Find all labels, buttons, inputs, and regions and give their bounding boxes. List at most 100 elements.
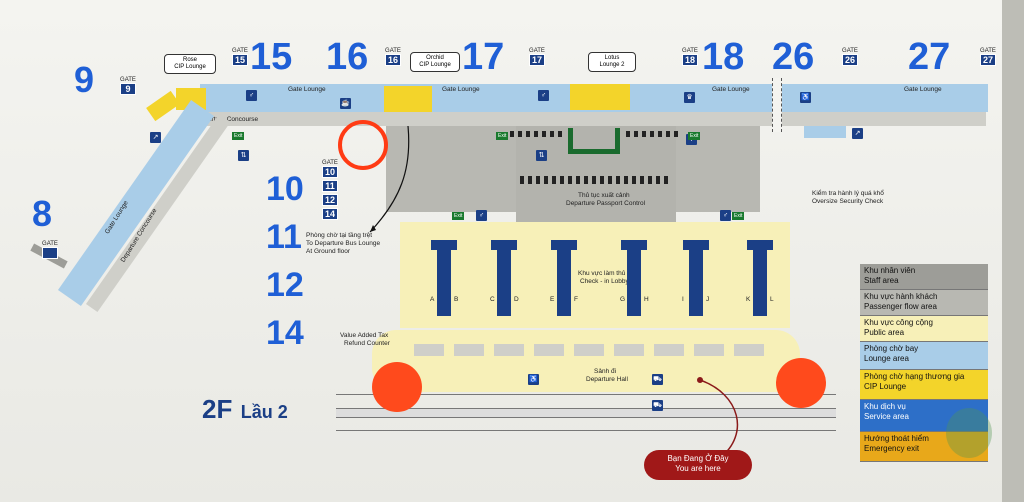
- roadway-2: [336, 430, 836, 431]
- gate-sign-27-num: 27: [980, 54, 996, 66]
- counter-letter-e: E: [550, 296, 555, 303]
- passport-label-vn: Thủ tục xuất cảnh: [578, 192, 630, 199]
- gate-sign-18: GATE 18: [682, 48, 698, 66]
- legend-cip-en: CIP Lounge: [864, 382, 907, 391]
- gate-sign-27: GATE 27: [980, 48, 996, 66]
- elevator-icon-1: ⇅: [238, 150, 249, 161]
- duty-free-u: [568, 128, 620, 154]
- vat-label-2: Refund Counter: [344, 340, 390, 347]
- lotus-lounge-callout: Lotus Lounge 2: [588, 52, 636, 72]
- rose-line1: Rose: [182, 57, 197, 63]
- counter-letter-f: F: [574, 296, 578, 303]
- bus-lounge-text: Phòng chờ tại tầng trệt To Departure Bus…: [306, 232, 380, 256]
- gate-sign-17-word: GATE: [529, 48, 545, 54]
- gate-sign-26-num: 26: [842, 54, 858, 66]
- escalator-icon-2: ↗: [852, 128, 863, 139]
- exit-sign-1: Exit: [232, 132, 245, 140]
- bus-lounge-vn: Phòng chờ tại tầng trệt: [306, 232, 373, 239]
- legend-staff-vn: Khu nhân viên: [864, 266, 916, 275]
- west-wing-concourse: [86, 113, 231, 313]
- bus-gate-14: 14: [322, 208, 338, 220]
- shop-icon-1: ♛: [684, 92, 695, 103]
- accessible-icon-2: ♿: [528, 374, 539, 385]
- gate-sign-17-num: 17: [529, 54, 545, 66]
- legend-passenger-vn: Khu vực hành khách: [864, 292, 938, 301]
- orchid-line2: CIP Lounge: [419, 62, 451, 68]
- legend-lounge-en: Lounge area: [864, 354, 909, 363]
- departure-hall-area: [372, 330, 800, 392]
- bus-gate-word: GATE: [322, 160, 338, 166]
- legend-staff: Khu nhân viên Staff area: [860, 264, 988, 290]
- gate-lounge-label-4: Gate Lounge: [904, 86, 942, 93]
- checkin-label-vn: Khu vực làm thủ tục: [578, 270, 636, 277]
- marker-dot-right: [776, 358, 826, 408]
- legend-passenger-en: Passenger flow area: [864, 302, 937, 311]
- highlight-ring: [338, 120, 388, 170]
- hall-shops: [414, 344, 774, 356]
- oversize-vn: Kiểm tra hành lý quá khổ: [812, 190, 884, 197]
- gap-divider: [772, 78, 782, 132]
- counter-island-cd: [497, 250, 511, 316]
- gate-number-11: 11: [266, 218, 302, 256]
- legend-service: Khu dịch vụ Service area: [860, 400, 988, 432]
- oversize-check-text: Kiểm tra hành lý quá khổ Oversize Securi…: [812, 190, 884, 206]
- gate-sign-9-num: 9: [120, 83, 136, 95]
- counter-letter-h: H: [644, 296, 649, 303]
- gate-sign-18-word: GATE: [682, 48, 698, 54]
- you-are-here-en: You are here: [675, 464, 721, 473]
- checkin-lobby-area: [400, 222, 790, 328]
- exit-sign-2: Exit: [496, 132, 509, 140]
- board-frame: [1002, 0, 1024, 502]
- gate-sign-8: GATE: [42, 241, 58, 259]
- checkin-label-en: Check - in Lobby: [580, 278, 629, 285]
- marker-dot-left: [372, 362, 422, 412]
- toilet-icon-4: ♂: [476, 210, 487, 221]
- legend-emergency-en: Emergency exit: [864, 444, 920, 453]
- exit-sign-5: Exit: [732, 212, 745, 220]
- gate-sign-8-word: GATE: [42, 241, 58, 247]
- counter-island-kl: [753, 250, 767, 316]
- counter-island-ab-head: [431, 240, 457, 250]
- gate-sign-17: GATE 17: [529, 48, 545, 66]
- gate-number-8: 8: [32, 193, 53, 234]
- counter-island-ij: [689, 250, 703, 316]
- legend-service-vn: Khu dịch vụ: [864, 402, 906, 411]
- legend-lounge: Phòng chờ bay Lounge area: [860, 342, 988, 370]
- exit-sign-3: Exit: [452, 212, 465, 220]
- gate-sign-16-word: GATE: [385, 48, 401, 54]
- passport-booths: [520, 176, 672, 184]
- lotus-line1: Lotus: [604, 55, 620, 61]
- departure-concourse-strip: [186, 112, 986, 126]
- counter-island-ef-head: [551, 240, 577, 250]
- counter-island-kl-head: [747, 240, 773, 250]
- legend-passenger: Khu vực hành khách Passenger flow area: [860, 290, 988, 316]
- gate-number-15: 15: [250, 36, 293, 78]
- hall-label-vn: Sảnh đi: [594, 368, 617, 375]
- west-wing-yellow: [146, 90, 180, 122]
- gate-sign-26: GATE 26: [842, 48, 858, 66]
- escalator-icon-1: ↗: [150, 132, 161, 143]
- counter-letter-c: C: [490, 296, 495, 303]
- floor-code: 2F: [202, 394, 233, 424]
- gate-sign-8-num: [42, 247, 58, 259]
- roadway-3: [336, 394, 836, 395]
- gate-27-annex: [804, 126, 846, 138]
- security-row-right: [626, 131, 682, 137]
- toilet-icon-3: ♂: [720, 210, 731, 221]
- rose-cip-callout: Rose CIP Lounge: [164, 54, 216, 74]
- gate-number-17: 17: [462, 36, 505, 78]
- counter-letter-i: I: [682, 296, 684, 303]
- gate-sign-26-word: GATE: [842, 48, 858, 54]
- gate-number-16: 16: [326, 36, 369, 78]
- vat-label-1: Value Added Tax: [340, 332, 389, 339]
- counter-letter-k: K: [746, 296, 751, 303]
- rose-line2: CIP Lounge: [174, 64, 206, 70]
- legend-emergency: Hướng thoát hiểm Emergency exit: [860, 432, 988, 462]
- bus-gate-12: 12: [322, 194, 338, 206]
- counter-letter-l: L: [770, 296, 774, 303]
- gate-sign-9-word: GATE: [120, 77, 136, 83]
- oversize-en: Oversize Security Check: [812, 198, 884, 205]
- accessible-icon-1: ♿: [800, 92, 811, 103]
- gate-sign-15-word: GATE: [232, 48, 248, 54]
